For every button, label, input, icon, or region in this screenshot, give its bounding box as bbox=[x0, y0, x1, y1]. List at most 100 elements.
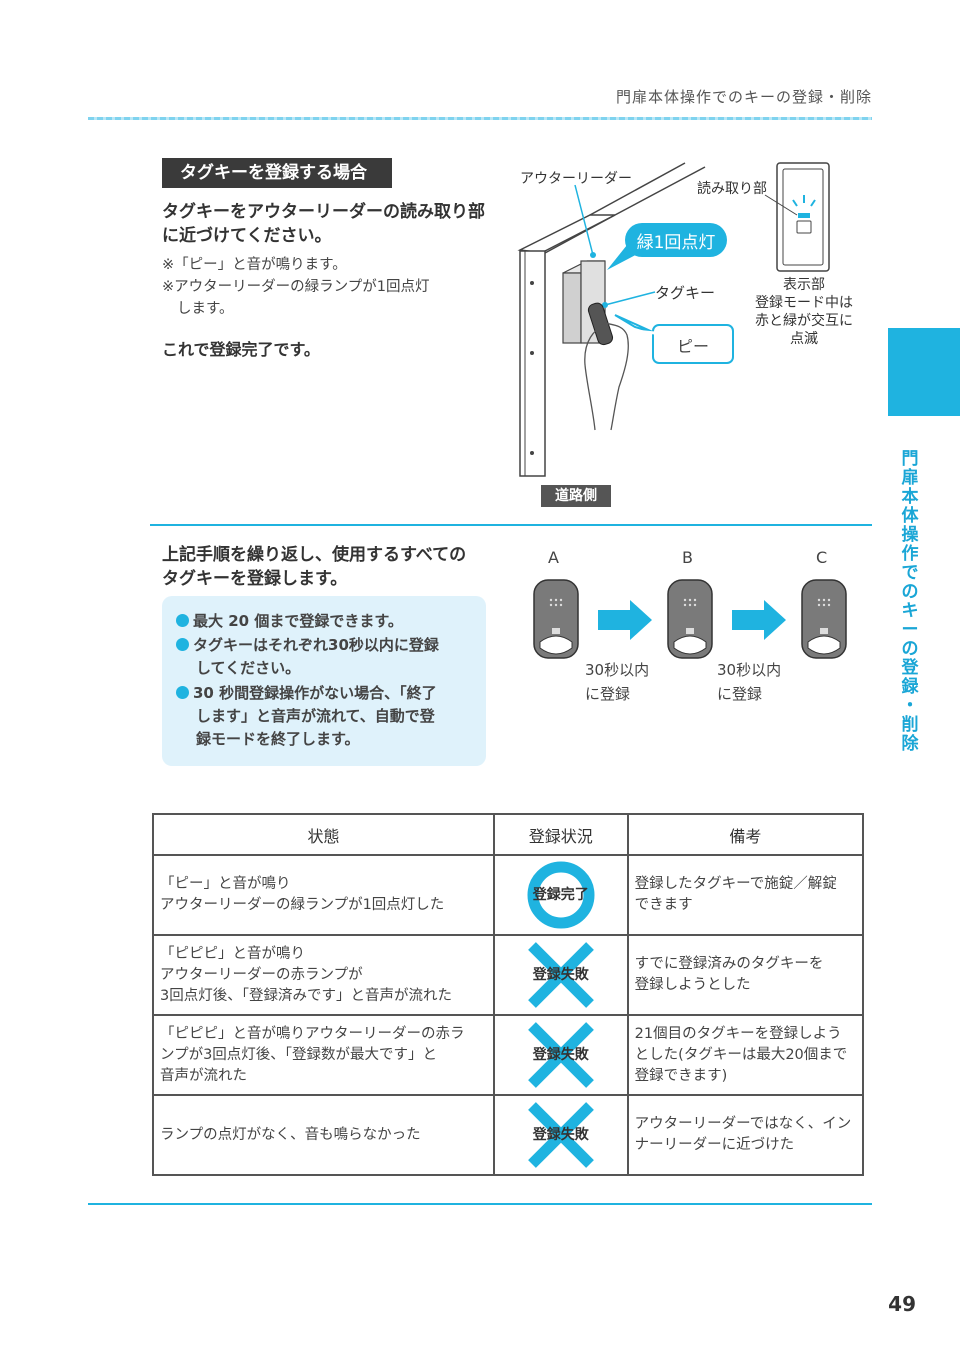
cell-line: 21個目のタグキーを登録しよう bbox=[634, 1025, 842, 1042]
result-label: 登録失敗 bbox=[532, 1127, 589, 1143]
result-label: 登録完了 bbox=[532, 887, 589, 903]
info-line: 30 秒間登録操作がない場合、「終了 bbox=[193, 684, 437, 702]
cell-line: アウターリーダーの赤ランプが bbox=[160, 966, 363, 983]
state-cell: ランプの点灯がなく、音も鳴らなかった bbox=[152, 1094, 495, 1176]
display-line: 登録モード中は bbox=[755, 295, 853, 311]
cell-line: ランプの点灯がなく、音も鳴らなかった bbox=[160, 1126, 421, 1143]
info-line: 録モードを終了します。 bbox=[196, 730, 360, 748]
cell-line: とした(タグキーは最大20個まで bbox=[634, 1046, 848, 1063]
info-item: 30 秒間登録操作がない場合、「終了 します」と音声が流れて、自動で登 録モード… bbox=[176, 682, 476, 751]
side-tab-char: の bbox=[901, 582, 919, 602]
road-side-tag: 道路側 bbox=[541, 485, 611, 507]
tag-label-c: C bbox=[816, 548, 828, 567]
instruction-line: に近づけてください。 bbox=[162, 226, 332, 246]
side-tab-char: の bbox=[901, 639, 919, 659]
result-cell: 登録失敗 bbox=[492, 934, 629, 1016]
side-tab-char: 操 bbox=[901, 525, 919, 545]
completion-text: これで登録完了です。 bbox=[162, 340, 320, 359]
time-caption-1: 30秒以内 に登録 bbox=[585, 658, 649, 706]
page-number: 49 bbox=[888, 1292, 916, 1316]
display-line: 赤と緑が交互に bbox=[755, 313, 853, 329]
info-line: 最大 20 個まで登録できます。 bbox=[193, 612, 403, 630]
side-tab-char: 除 bbox=[901, 734, 919, 754]
read-part-label: 読み取り部 bbox=[697, 181, 767, 197]
success-circle-icon bbox=[527, 861, 595, 929]
display-line: 表示部 bbox=[783, 277, 825, 293]
table-row: 「ピピピ」と音が鳴り アウターリーダーの赤ランプが 3回点灯後、「登録済みです」… bbox=[152, 934, 865, 1016]
tag-sequence-illustration bbox=[533, 579, 847, 659]
caption-line: に登録 bbox=[585, 685, 631, 703]
side-tab-char: 門 bbox=[901, 449, 919, 469]
side-tab bbox=[888, 328, 960, 416]
remark-cell: アウターリーダーではなく、イン ナーリーダーに近づけた bbox=[626, 1094, 865, 1176]
side-tab-char: 本 bbox=[901, 487, 919, 507]
remark-cell: 21個目のタグキーを登録しよう とした(タグキーは最大20個まで 登録できます) bbox=[626, 1014, 865, 1096]
cell-line: 音声が流れた bbox=[160, 1067, 247, 1084]
result-cell: 登録失敗 bbox=[492, 1014, 629, 1096]
info-line: してください。 bbox=[196, 659, 301, 677]
cell-line: できます bbox=[634, 897, 693, 913]
repeat-instruction: 上記手順を繰り返し、使用するすべての タグキーを登録します。 bbox=[162, 543, 502, 591]
table-row: 「ピピピ」と音が鳴りアウターリーダーの赤ラ ンプが3回点灯後、「登録数が最大です… bbox=[152, 1014, 865, 1096]
state-cell: 「ピー」と音が鳴り アウターリーダーの緑ランプが1回点灯した bbox=[152, 854, 495, 936]
side-tab-char: 録 bbox=[901, 677, 919, 697]
note-line: します。 bbox=[177, 301, 234, 317]
display-panel-label: 表示部 登録モード中は 赤と緑が交互に 点滅 bbox=[745, 276, 863, 348]
info-line: タグキーはそれぞれ30秒以内に登録 bbox=[193, 636, 439, 654]
side-tab-char: で bbox=[901, 563, 919, 583]
column-header-remark: 備考 bbox=[626, 813, 865, 856]
remark-cell: 登録したタグキーで施錠／解錠 できます bbox=[626, 854, 865, 936]
failure-cross-icon bbox=[527, 942, 594, 1008]
bullet-icon bbox=[176, 638, 189, 651]
cell-line: 「ピピピ」と音が鳴り bbox=[160, 945, 305, 962]
cell-line: 登録したタグキーで施錠／解錠 bbox=[634, 876, 837, 892]
side-tab-char: ー bbox=[901, 620, 919, 640]
cell-line: ナーリーダーに近づけた bbox=[634, 1137, 795, 1153]
side-tab-label: 門扉本体操作でのキーの登録・削除 bbox=[896, 450, 924, 754]
time-caption-2: 30秒以内 に登録 bbox=[717, 658, 781, 706]
side-tab-char: 作 bbox=[901, 544, 919, 564]
cell-line: ンプが3回点灯後、「登録数が最大です」と bbox=[160, 1046, 438, 1063]
header-rule bbox=[88, 117, 872, 120]
info-box: 最大 20 個まで登録できます。 タグキーはそれぞれ30秒以内に登録 してくださ… bbox=[162, 596, 486, 766]
state-cell: 「ピピピ」と音が鳴り アウターリーダーの赤ランプが 3回点灯後、「登録済みです」… bbox=[152, 934, 495, 1016]
result-label: 登録失敗 bbox=[532, 967, 589, 983]
info-line: します」と音声が流れて、自動で登 bbox=[196, 707, 435, 725]
state-cell: 「ピピピ」と音が鳴りアウターリーダーの赤ラ ンプが3回点灯後、「登録数が最大です… bbox=[152, 1014, 495, 1096]
note-beep: ※「ピー」と音が鳴ります。 bbox=[162, 257, 347, 273]
outer-reader-label: アウターリーダー bbox=[520, 171, 632, 187]
note-green-lamp: ※アウターリーダーの緑ランプが1回点灯 します。 bbox=[162, 276, 502, 320]
cell-line: 「ピピピ」と音が鳴りアウターリーダーの赤ラ bbox=[160, 1025, 465, 1042]
failure-cross-icon bbox=[527, 1022, 594, 1088]
cell-line: 3回点灯後、「登録済みです」と音声が流れた bbox=[160, 987, 452, 1004]
side-tab-char: ・ bbox=[901, 696, 919, 716]
green-lamp-bubble: 緑1回点灯 bbox=[636, 233, 716, 253]
info-item: 最大 20 個まで登録できます。 bbox=[176, 610, 476, 633]
cell-line: アウターリーダーの緑ランプが1回点灯した bbox=[160, 897, 445, 913]
table-row: ランプの点灯がなく、音も鳴らなかった 登録失敗 アウターリーダーではなく、イン … bbox=[152, 1094, 865, 1176]
caption-line: 30秒以内 bbox=[717, 661, 782, 679]
failure-cross-icon bbox=[527, 1102, 594, 1168]
bullet-icon bbox=[176, 686, 189, 699]
caption-line: に登録 bbox=[717, 685, 763, 703]
result-cell: 登録完了 bbox=[492, 854, 629, 936]
remark-cell: すでに登録済みのタグキーを 登録しようとした bbox=[626, 934, 865, 1016]
side-tab-char: 体 bbox=[901, 506, 919, 526]
page-header-title: 門扉本体操作でのキーの登録・削除 bbox=[615, 88, 872, 106]
tag-key-label: タグキー bbox=[655, 284, 716, 302]
instruction-line: タグキーをアウターリーダーの読み取り部 bbox=[162, 202, 485, 222]
instruction-lead: タグキーをアウターリーダーの読み取り部 に近づけてください。 bbox=[162, 200, 492, 248]
cell-line: 登録しようとした bbox=[634, 977, 751, 993]
outer-reader-illustration bbox=[517, 162, 830, 477]
side-tab-char: 扉 bbox=[901, 468, 919, 488]
column-header-state: 状態 bbox=[152, 813, 495, 856]
cell-line: すでに登録済みのタグキーを bbox=[634, 956, 824, 972]
cell-line: 「ピー」と音が鳴り bbox=[160, 876, 291, 892]
section-heading: タグキーを登録する場合 bbox=[162, 158, 392, 188]
side-tab-char: 登 bbox=[901, 658, 919, 678]
column-header-result: 登録状況 bbox=[492, 813, 629, 856]
side-tab-char: 削 bbox=[901, 715, 919, 735]
section-divider bbox=[150, 524, 872, 526]
bottom-divider bbox=[88, 1203, 872, 1205]
info-item: タグキーはそれぞれ30秒以内に登録 してください。 bbox=[176, 634, 476, 680]
